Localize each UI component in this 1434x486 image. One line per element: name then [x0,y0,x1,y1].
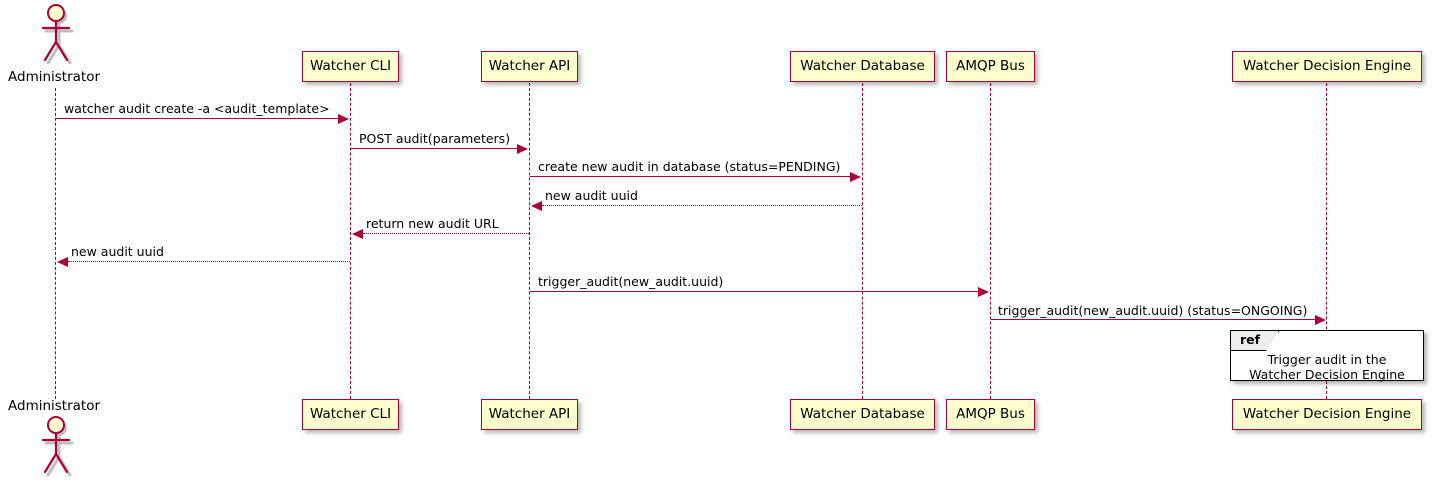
message-arrowhead-3 [531,200,542,211]
message-label-5: new audit uuid [71,244,164,259]
message-label-0: watcher audit create -a <audit_template> [64,101,330,116]
actor-administrator-bottom [41,416,74,477]
message-line-6 [530,291,979,292]
message-arrowhead-1 [517,143,528,154]
message-line-7 [991,319,1316,320]
message-label-4: return new audit URL [366,216,499,231]
lifeline-watcher-decision-engine [1326,83,1327,399]
message-line-4 [363,233,529,234]
ref-fragment: ref Trigger audit in the Watcher Decisio… [1230,330,1424,382]
participant-label: Watcher Database [800,57,925,74]
participant-watcher-database-top[interactable]: Watcher Database [790,51,935,82]
lifeline-administrator [55,88,56,399]
ref-fragment-line1: Trigger audit in the [1267,352,1387,367]
message-line-5 [68,261,350,262]
actor-administrator-top [41,4,74,64]
message-label-6: trigger_audit(new_audit.uuid) [538,274,724,289]
actor-label-administrator-bottom: Administrator [8,398,101,414]
actor-label-administrator-top: Administrator [8,69,101,85]
participant-amqp-bus-top[interactable]: AMQP Bus [946,51,1035,82]
message-line-2 [530,176,851,177]
message-arrowhead-5 [57,256,68,267]
participant-label: Watcher Decision Engine [1242,57,1412,74]
participant-label: AMQP Bus [956,405,1025,422]
participant-amqp-bus-bottom[interactable]: AMQP Bus [946,399,1035,430]
lifeline-watcher-cli [350,83,351,399]
participant-label: Watcher Decision Engine [1242,405,1412,422]
message-line-1 [351,148,518,149]
message-arrowhead-7 [1315,314,1326,325]
lifeline-watcher-database [862,83,863,399]
message-arrowhead-2 [850,171,861,182]
ref-fragment-body: Trigger audit in the Watcher Decision En… [1231,352,1423,382]
participant-label: Watcher CLI [309,405,392,422]
message-arrowhead-4 [352,228,363,239]
participant-watcher-api-bottom[interactable]: Watcher API [481,399,578,430]
participant-label: Watcher CLI [309,57,392,74]
participant-watcher-database-bottom[interactable]: Watcher Database [790,399,935,430]
message-arrowhead-6 [978,286,989,297]
participant-watcher-decision-engine-top[interactable]: Watcher Decision Engine [1232,51,1422,82]
participant-label: AMQP Bus [956,57,1025,74]
message-line-0 [56,118,339,119]
participant-label: Watcher Database [800,405,925,422]
lifeline-amqp-bus [990,83,991,399]
ref-fragment-keyword: ref [1231,331,1279,351]
message-label-2: create new audit in database (status=PEN… [538,159,841,174]
participant-watcher-decision-engine-bottom[interactable]: Watcher Decision Engine [1232,399,1422,430]
message-label-3: new audit uuid [545,188,638,203]
participant-watcher-cli-top[interactable]: Watcher CLI [302,51,399,82]
message-arrowhead-0 [338,113,349,124]
participant-watcher-api-top[interactable]: Watcher API [481,51,578,82]
participant-watcher-cli-bottom[interactable]: Watcher CLI [302,399,399,430]
lifeline-watcher-api [529,83,530,399]
participant-label: Watcher API [488,57,571,74]
message-label-7: trigger_audit(new_audit.uuid) (status=ON… [998,303,1308,318]
participant-label: Watcher API [488,405,571,422]
message-line-3 [542,205,862,206]
ref-fragment-line2: Watcher Decision Engine [1249,367,1405,382]
message-label-1: POST audit(parameters) [359,131,511,146]
